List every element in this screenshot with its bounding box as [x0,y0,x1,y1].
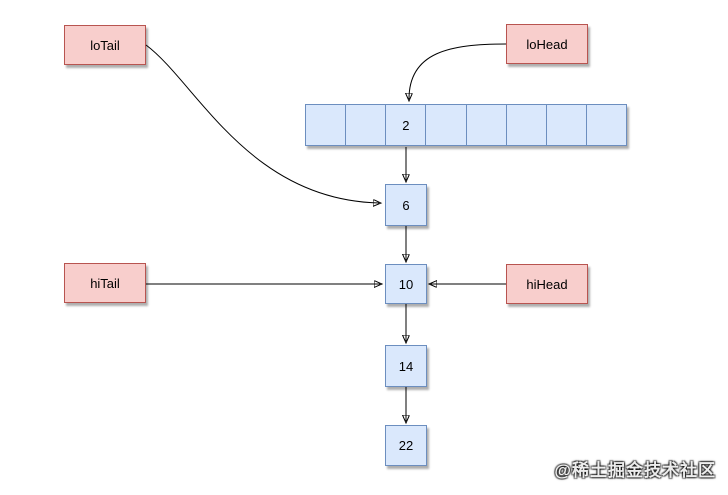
array-cell-0 [306,105,347,145]
array-cell-5 [507,105,547,145]
watermark-text: @稀土掘金技术社区 [554,461,716,480]
pointer-label-lotail: loTail [90,37,120,53]
pointer-label-hihead: hiHead [526,276,568,292]
array-cell-7 [587,105,626,145]
array-cell-4 [467,105,507,145]
pointer-box-lotail: loTail [64,25,146,65]
array-cell-3 [426,105,467,145]
array-cell-6 [547,105,587,145]
pointer-label-lohead: loHead [526,36,568,52]
edge-lohead-to-cell2 [409,43,507,99]
pointer-box-lohead: loHead [506,24,588,64]
pointer-label-hitail: hiTail [90,275,120,291]
array-cell-1 [346,105,387,145]
list-node-6: 6 [385,184,427,226]
pointer-box-hitail: hiTail [64,263,146,303]
list-node-10: 10 [385,264,427,304]
list-node-14: 14 [385,345,427,387]
pointer-box-hihead: hiHead [506,264,588,304]
list-node-22: 22 [385,425,427,466]
bucket-array: 2 [305,104,627,146]
array-cell-2: 2 [386,105,427,145]
